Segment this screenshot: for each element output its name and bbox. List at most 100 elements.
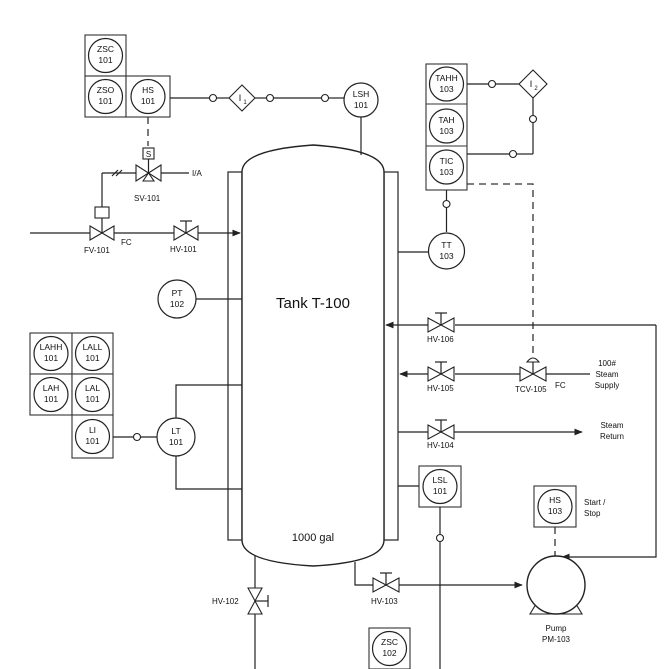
tank-body [241,144,385,567]
lal101-num: 101 [85,394,99,404]
tank-jacket-left [227,171,243,541]
fv101-valve[interactable] [89,206,115,241]
sv101-label: SV-101 [134,194,161,203]
zsc102-tag: ZSC [381,637,398,647]
hs103-tag: HS [549,495,561,505]
lal101-tag: LAL [85,383,100,393]
interlock-i1: I 1 [228,84,256,112]
tah103-tag: TAH [438,115,454,125]
lsl101-num: 101 [433,486,447,496]
lsh101-tag: LSH [353,89,370,99]
pt102-num: 102 [170,299,184,309]
tcv105-label: TCV-105 [515,385,547,394]
zsc101-tag: ZSC [97,44,114,54]
tt103-num: 103 [439,251,453,261]
pt102-transmitter: PT 102 [157,279,197,319]
lt101-transmitter: LT 101 [156,417,196,457]
tank-volume: 1000 gal [292,532,334,544]
zso101-tag: ZSO [97,85,115,95]
zsc101-num: 101 [98,55,112,65]
hs103-num: 103 [548,506,562,516]
hv106-valve[interactable] [427,312,455,333]
tahh103-alarm: TAHH 103 [428,66,465,102]
steam-supply-line2: Steam [595,370,618,379]
tah103-alarm: TAH 103 [428,108,465,144]
hs101-switch[interactable]: HS 101 [125,75,171,118]
tt103-tag: TT [441,240,451,250]
interlock-i1-sub: 1 [243,100,247,106]
lt101-num: 101 [169,437,183,447]
tank-jacket-right [383,171,399,541]
tic103-controller: TIC 103 [428,149,465,185]
tic103-num: 103 [439,167,453,177]
lal101-alarm: LAL 101 [74,376,111,413]
steam-supply-line3: Supply [595,381,619,390]
steam-supply-line1: 100# [598,359,616,368]
sv101-valve[interactable]: S [135,147,162,183]
zsc102-indicator: ZSC 102 [368,627,411,669]
lt101-tag: LT [171,426,180,436]
steam-return-line2: Return [600,432,624,441]
lsh101-num: 101 [354,100,368,110]
interlock-i2-label: I [530,79,533,89]
hv105-label: HV-105 [427,384,454,393]
pump-label-line2: PM-103 [542,635,571,644]
hs101-tag: HS [142,85,154,95]
interlock-i1-label: I [239,93,242,103]
lsh101-switch: LSH 101 [343,82,379,118]
fc1-label: FC [121,238,132,247]
hv104-label: HV-104 [427,441,454,450]
interlock-i2-sub: 2 [534,86,538,92]
lsl101-tag: LSL [432,475,447,485]
solenoid-label: S [146,150,151,159]
li101-indicator: LI 101 [74,418,111,455]
tahh103-tag: TAHH [435,73,458,83]
start-stop-line2: Stop [584,509,601,518]
zso101-indicator: ZSO 101 [84,75,127,118]
hv101-label: HV-101 [170,245,197,254]
hv105-valve[interactable] [427,361,455,382]
hv102-label: HV-102 [212,597,239,606]
steam-return-line1: Steam [600,421,623,430]
hv106-label: HV-106 [427,335,454,344]
lahh101-tag: LAHH [40,342,63,352]
hv104-valve[interactable] [427,419,455,440]
tt103-transmitter: TT 103 [427,232,466,270]
fv101-label: FV-101 [84,246,110,255]
pump-label-line1: Pump [546,624,567,633]
lahh101-num: 101 [44,353,58,363]
tah103-num: 103 [439,126,453,136]
tank-title: Tank T-100 [276,295,350,312]
tank-t100: Tank T-100 1000 gal [227,144,399,567]
pump-pm103 [526,555,586,615]
lall101-tag: LALL [83,342,103,352]
fc2-label: FC [555,381,566,390]
lah101-alarm: LAH 101 [33,376,69,413]
hv102-valve[interactable] [247,587,269,615]
tic103-tag: TIC [440,156,454,166]
tcv105-valve[interactable] [519,357,547,382]
lah101-tag: LAH [43,383,60,393]
zsc101-indicator: ZSC 101 [84,34,127,77]
hs103-switch[interactable]: HS 103 [533,485,577,528]
tahh103-num: 103 [439,84,453,94]
li101-num: 101 [85,436,99,446]
zso101-num: 101 [98,96,112,106]
lall101-alarm: LALL 101 [74,335,111,372]
lahh101-alarm: LAHH 101 [33,335,69,372]
interlock-i2: I 2 [518,69,548,99]
pt102-tag: PT [172,288,183,298]
li101-tag: LI [89,425,96,435]
hv103-valve[interactable] [372,572,400,593]
lsl101-switch: LSL 101 [418,465,462,508]
hv101-valve[interactable] [173,220,199,241]
ia-label: I/A [192,169,202,178]
lall101-num: 101 [85,353,99,363]
zsc102-num: 102 [382,648,396,658]
lah101-num: 101 [44,394,58,404]
start-stop-line1: Start / [584,498,606,507]
fv101-actuator [94,206,110,219]
hv103-label: HV-103 [371,597,398,606]
hs101-num: 101 [141,96,155,106]
